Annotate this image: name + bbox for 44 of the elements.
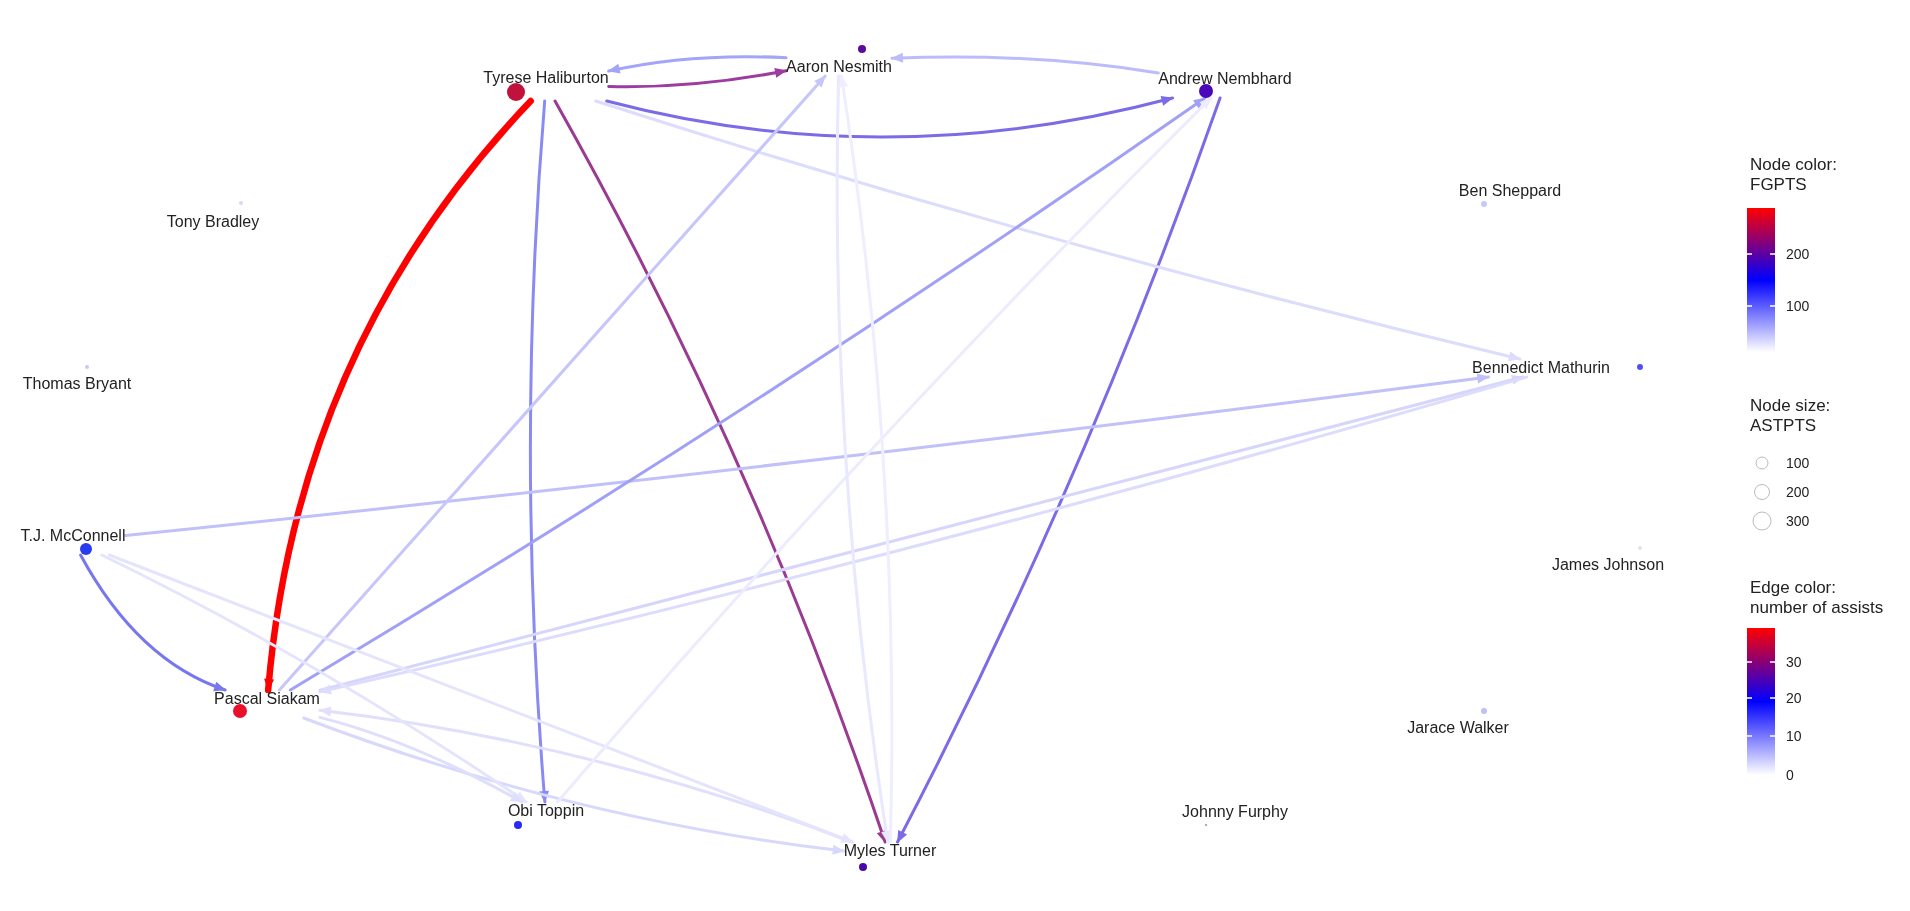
arrow (318, 715, 524, 804)
node-label: Johnny Furphy (1182, 803, 1288, 821)
node-label: Pascal Siakam (214, 690, 320, 708)
legend-tick-label: 200 (1786, 245, 1810, 264)
arrow (896, 96, 1222, 844)
arrow (607, 67, 788, 89)
node-label: Bennedict Mathurin (1472, 359, 1610, 377)
legend-tick-label: 20 (1786, 689, 1802, 708)
arrow (264, 97, 534, 694)
legend-title: Node color: FGPTS (1750, 155, 1838, 195)
node-label: Obi Toppin (507, 802, 585, 820)
node-label: Tyrese Haliburton (483, 69, 609, 87)
node-label: James Johnson (1551, 556, 1665, 574)
node-label: Jarace Walker (1407, 719, 1509, 737)
node-label: Tony Bradley (166, 213, 260, 231)
legend-tick-label: 100 (1786, 297, 1810, 316)
arrow (553, 99, 887, 844)
arrow (890, 52, 1160, 75)
arrow (528, 99, 550, 804)
node-label: Aaron Nesmith (786, 58, 892, 76)
node-label: Thomas Bryant (22, 375, 132, 393)
arrow (302, 716, 846, 855)
arrow (594, 99, 1522, 362)
arrow (100, 553, 528, 804)
arrow (107, 553, 854, 844)
node-label: T.J. McConnell (20, 527, 126, 545)
node-label: Ben Sheppard (1458, 182, 1562, 200)
arrow (123, 373, 1490, 538)
legend-tick-label: 10 (1786, 727, 1802, 746)
legend-tick-label: 0 (1786, 766, 1794, 785)
arrow (556, 96, 1213, 804)
arrow (277, 74, 827, 692)
legend-title: Edge color: number of assists (1750, 578, 1884, 618)
legend-title: Node size: ASTPTS (1750, 396, 1832, 436)
legend-tick-label: 300 (1786, 512, 1810, 531)
node-label: Andrew Nembhard (1158, 70, 1292, 88)
arrow (605, 95, 1174, 139)
legend-tick-label: 30 (1786, 653, 1802, 672)
arrow (288, 96, 1207, 692)
arrow (79, 553, 227, 692)
legend-tick-label: 200 (1786, 483, 1810, 502)
node-label: Myles Turner (843, 842, 937, 860)
arrow (607, 55, 788, 74)
legend-tick-label: 100 (1786, 454, 1810, 473)
